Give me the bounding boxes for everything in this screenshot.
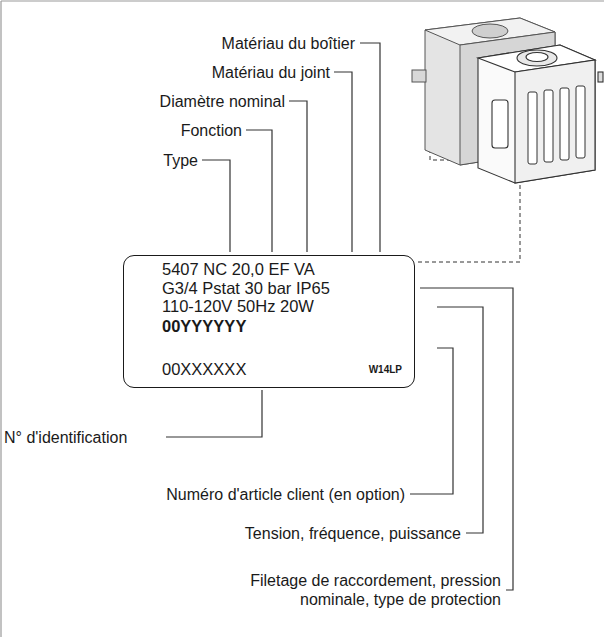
callout-label: Numéro d'article client (en option) xyxy=(166,485,405,504)
nameplate-line: 5407 NC 20,0 EF VA xyxy=(162,260,315,279)
callout-label: Filetage de raccordement, pression nomin… xyxy=(221,571,501,609)
cooling-fin xyxy=(560,88,569,160)
cooling-fin xyxy=(544,90,553,162)
nameplate-line: G3/4 Pstat 30 bar IP65 xyxy=(162,279,330,298)
callout-label: N° d'identification xyxy=(4,428,127,447)
callout-label: Fonction xyxy=(181,121,242,140)
nameplate-line: 00YYYYYY xyxy=(162,317,246,336)
callout-label: Diamètre nominal xyxy=(160,92,285,111)
cooling-fin xyxy=(528,92,537,164)
cooling-fin xyxy=(576,86,585,158)
callout-label: Matériau du joint xyxy=(212,63,330,82)
callout-label: Tension, fréquence, puissance xyxy=(245,524,461,543)
callout-label: Type xyxy=(163,151,198,170)
nameplate-line: 00XXXXXX xyxy=(162,360,246,379)
nameplate-line: W14LP xyxy=(369,364,402,376)
nameplate-line: 110-120V 50Hz 20W xyxy=(162,297,314,316)
nameplate-label: 5407 NC 20,0 EF VAG3/4 Pstat 30 bar IP65… xyxy=(123,255,415,388)
callout-label: Matériau du boîtier xyxy=(222,34,355,53)
